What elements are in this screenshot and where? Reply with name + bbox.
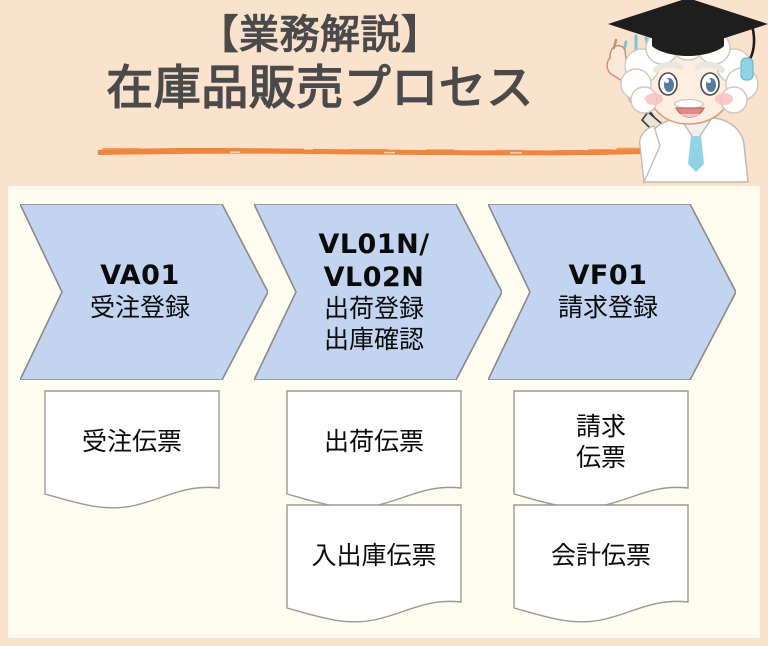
document-cards-area: 受注伝票 出荷伝票 請求 伝票 入出庫伝票 [8,376,760,638]
graduation-cap-icon [608,0,768,81]
header-band: 【業務解説】 在庫品販売プロセス [0,0,768,186]
lab-coat [639,117,749,185]
page-title-line1: 【業務解説】 [198,12,442,58]
title-underline-brush [98,147,644,156]
process-step-vf01[interactable]: VF01 請求登録 [488,204,736,380]
document-card-goods-movement[interactable]: 入出庫伝票 [286,504,462,626]
document-card-delivery[interactable]: 出荷伝票 [286,390,462,512]
document-card-accounting[interactable]: 会計伝票 [513,504,689,626]
eyes [658,72,720,96]
page-title: 【業務解説】 在庫品販売プロセス [0,12,640,117]
process-step-va01[interactable]: VA01 受注登録 [20,204,268,380]
professor-character-illustration [606,0,768,185]
necktie [688,136,704,172]
document-card-sales-order[interactable]: 受注伝票 [44,390,220,512]
document-card-billing[interactable]: 請求 伝票 [513,390,689,512]
diagram-panel: VA01 受注登録 VL01N/ VL02N 出荷登録 出庫確認 [8,186,760,638]
process-chevron-row: VA01 受注登録 VL01N/ VL02N 出荷登録 出庫確認 [8,186,760,380]
process-step-vl01n-vl02n[interactable]: VL01N/ VL02N 出荷登録 出庫確認 [254,204,502,380]
page-title-line2: 在庫品販売プロセス [106,61,534,117]
